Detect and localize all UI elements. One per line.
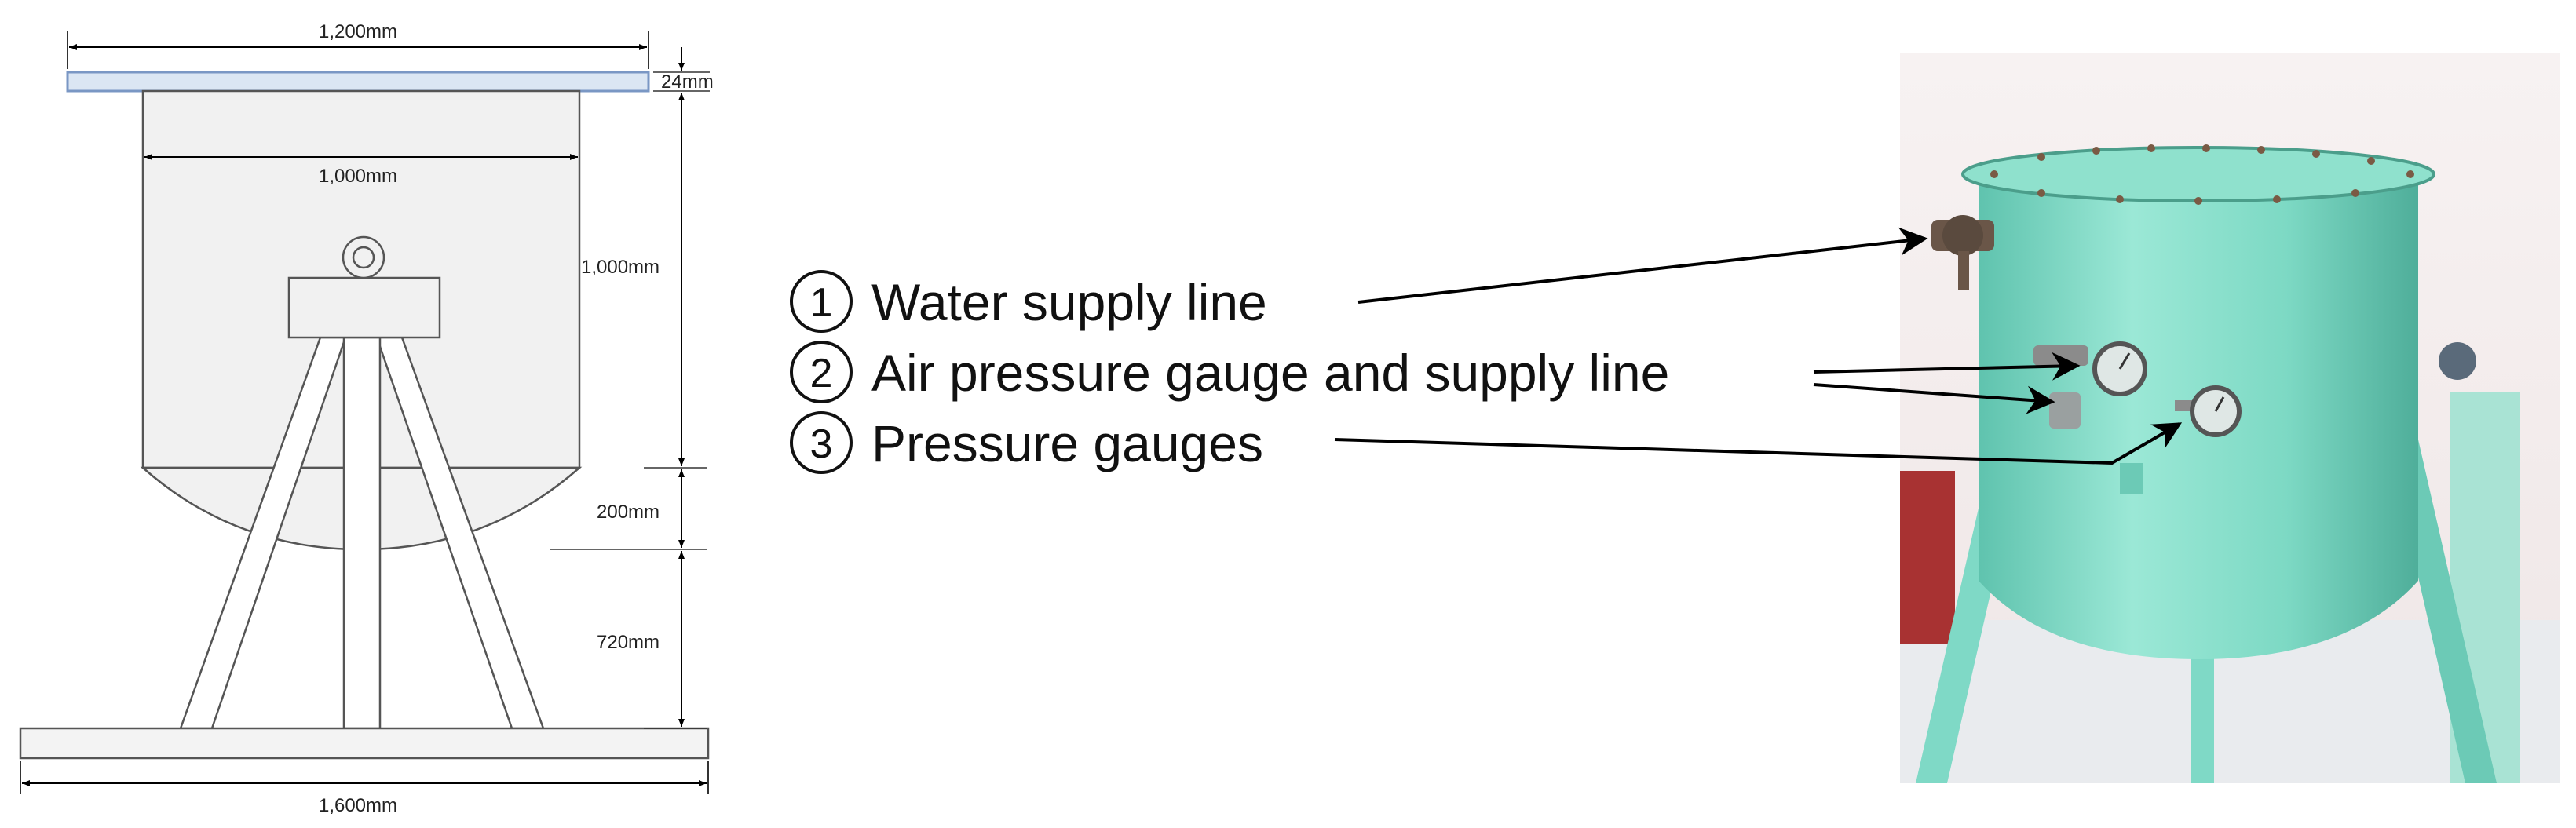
- dim-inner-width: 1,000mm: [319, 166, 397, 187]
- mount-block: [287, 276, 441, 339]
- dim-lid-thickness: 24mm: [661, 71, 714, 93]
- photo-right-fitting-icon: [2439, 342, 2476, 380]
- arrow-pressure-gauges: [1334, 422, 2183, 465]
- tank-photo: [1900, 53, 2560, 783]
- photo-leg-mid: [2191, 651, 2214, 783]
- photo-air-gauge-icon: [2033, 341, 2147, 429]
- photo-rim-bolts: [1990, 144, 2414, 205]
- legend-item-3: 3 Pressure gauges: [790, 411, 1263, 474]
- center-leg: [342, 336, 382, 730]
- legend-number-circle: [790, 341, 853, 403]
- legend-number: 2: [810, 351, 833, 396]
- lid-plate: [66, 71, 650, 93]
- ring-inner-icon: [352, 246, 375, 269]
- legend-number-circle: [790, 411, 853, 474]
- legend-label: Pressure gauges: [871, 414, 1263, 472]
- legend-item-2: 2 Air pressure gauge and supply line: [790, 341, 1669, 403]
- legend-label: Air pressure gauge and supply line: [871, 344, 1669, 402]
- photo-red-cabinet: [1900, 471, 1955, 644]
- dim-top-width: 1,200mm: [319, 21, 397, 42]
- arrow-air-gauge-2: [1813, 383, 2055, 414]
- photo-pressure-gauge-icon: [2175, 385, 2242, 437]
- arrow-air-gauge-1: [1813, 352, 2081, 381]
- base-plate: [19, 727, 710, 760]
- leader-arrows: [1334, 227, 2183, 465]
- legend-item-1: 1 Water supply line: [790, 270, 1267, 333]
- legend-number: 1: [810, 280, 833, 326]
- dim-bottom-depth: 200mm: [597, 502, 660, 523]
- dim-leg-height: 720mm: [597, 632, 660, 653]
- arrow-water-supply: [1357, 227, 1928, 304]
- dim-tank-height: 1,000mm: [581, 257, 660, 278]
- tank-drawing: 1,200mm 24mm 1,000mm 1,000mm 200mm 720mm…: [19, 21, 714, 816]
- dim-base-width: 1,600mm: [319, 795, 397, 816]
- legend-number-circle: [790, 270, 853, 333]
- photo-bracket-icon: [2120, 463, 2143, 494]
- legend: 1 Water supply line 2 Air pressure gauge…: [790, 270, 1669, 474]
- legend-label: Water supply line: [871, 273, 1267, 331]
- legend-number: 3: [810, 421, 833, 467]
- photo-tank-rim: [1961, 146, 2435, 202]
- photo-water-valve-icon: [1931, 215, 1994, 290]
